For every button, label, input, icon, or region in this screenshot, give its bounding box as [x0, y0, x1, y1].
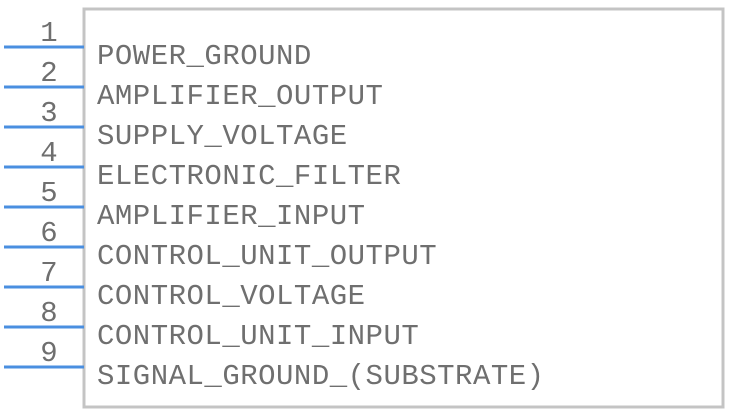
- pin-2-name: AMPLIFIER_OUTPUT: [97, 80, 383, 113]
- pin-8-name: CONTROL_UNIT_INPUT: [97, 320, 419, 353]
- pin-2-number: 2: [40, 57, 57, 90]
- pin-8-number: 8: [40, 297, 57, 330]
- pin-1-name: POWER_GROUND: [97, 40, 312, 73]
- pin-4-name: ELECTRONIC_FILTER: [97, 160, 401, 193]
- pin-7-number: 7: [40, 257, 57, 290]
- pin-7-name: CONTROL_VOLTAGE: [97, 280, 366, 313]
- pin-6-name: CONTROL_UNIT_OUTPUT: [97, 240, 437, 273]
- pin-5-number: 5: [40, 177, 57, 210]
- pin-9-number: 9: [40, 337, 57, 370]
- pin-9-name: SIGNAL_GROUND_(SUBSTRATE): [97, 360, 545, 393]
- pin-3-number: 3: [40, 97, 57, 130]
- pin-4-number: 4: [40, 137, 57, 170]
- pin-3-name: SUPPLY_VOLTAGE: [97, 120, 348, 153]
- pin-6-number: 6: [40, 217, 57, 250]
- pin-5-name: AMPLIFIER_INPUT: [97, 200, 366, 233]
- pin-1-number: 1: [40, 17, 57, 50]
